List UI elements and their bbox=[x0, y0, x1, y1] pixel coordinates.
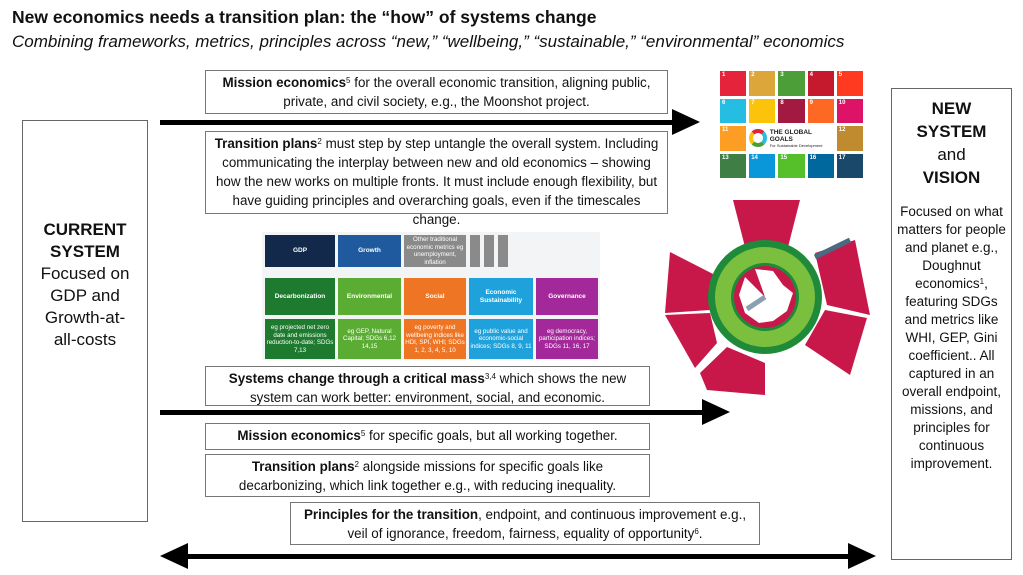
matrix-environmental-desc: eg GEP, Natural Capital; SDGs 6,12 14,15 bbox=[338, 319, 401, 359]
current-system-body: Focused on GDP and Growth-at-all-costs bbox=[40, 264, 130, 349]
mission-economics-specific-box: Mission economics5 for specific goals, b… bbox=[205, 423, 650, 450]
logo-title: THE GLOBAL GOALS bbox=[769, 128, 812, 143]
metrics-matrix: GDP Growth Other traditional economic me… bbox=[262, 232, 600, 360]
goals-wheel-icon bbox=[749, 129, 767, 148]
matrix-social-desc: eg poverty and wellbeing indices like HD… bbox=[404, 319, 466, 359]
body-text: , featuring SDGs and metrics like WHI, G… bbox=[901, 276, 1002, 471]
doughnut-economics-diagram bbox=[665, 200, 870, 395]
mission-economics-overall-box: Mission economics5 for the overall econo… bbox=[205, 70, 668, 114]
box-text: for specific goals, but all working toge… bbox=[365, 428, 618, 443]
new-system-heading: NEW SYSTEM bbox=[916, 99, 987, 141]
sdg-tile: 2 bbox=[749, 71, 776, 96]
and-label: and bbox=[937, 145, 966, 164]
box-text: , endpoint, and continuous improvement e… bbox=[347, 507, 747, 541]
sdg-tile: 7 bbox=[749, 98, 776, 123]
sdg-tile: 4 bbox=[807, 71, 834, 96]
box-text: must step by step untangle the overall s… bbox=[215, 136, 659, 227]
matrix-placeholder bbox=[484, 235, 494, 267]
sdg-tile: 14 bbox=[749, 153, 776, 178]
slide-subtitle: Combining frameworks, metrics, principle… bbox=[12, 32, 845, 51]
matrix-other-metrics: Other traditional economic metrics eg un… bbox=[404, 235, 466, 267]
sdg-tile: 12 bbox=[836, 126, 863, 151]
overshoot-arrow bbox=[813, 237, 852, 260]
matrix-social: Social bbox=[404, 278, 466, 315]
current-system-heading: CURRENT SYSTEM bbox=[43, 220, 127, 261]
footnote-ref: 2 bbox=[354, 460, 359, 469]
body-text: Focused on what matters for people and p… bbox=[897, 204, 1006, 291]
matrix-economic-sustainability-desc: eg public value and economic-social indi… bbox=[469, 319, 533, 359]
new-system-body: Focused on what matters for people and p… bbox=[892, 203, 1011, 473]
sdg-tile: 16 bbox=[807, 153, 834, 178]
sdg-tile: 5 bbox=[836, 71, 863, 96]
footnote-ref: 1 bbox=[979, 277, 985, 286]
box-heading: Systems change through a critical mass bbox=[228, 371, 485, 386]
arrow-middle bbox=[160, 410, 705, 415]
matrix-placeholder bbox=[498, 235, 508, 267]
arrow-bottom-double bbox=[185, 554, 850, 559]
matrix-growth: Growth bbox=[338, 235, 401, 267]
box-heading: Mission economics bbox=[237, 428, 361, 443]
matrix-placeholder bbox=[470, 235, 480, 267]
box-heading: Principles for the transition bbox=[303, 507, 479, 522]
overshoot-wedges bbox=[665, 200, 870, 395]
principles-box: Principles for the transition, endpoint,… bbox=[290, 502, 760, 545]
current-system-box: CURRENT SYSTEM Focused on GDP and Growth… bbox=[22, 120, 148, 522]
matrix-governance: Governance bbox=[536, 278, 598, 315]
sdg-tile: 10 bbox=[836, 98, 863, 123]
arrow-top-head bbox=[672, 109, 700, 135]
footnote-ref: 5 bbox=[346, 76, 351, 85]
arrow-top bbox=[160, 120, 675, 125]
sdg-tile: 1 bbox=[720, 71, 747, 96]
footnote-ref: 3,4 bbox=[484, 372, 496, 381]
vision-heading: VISION bbox=[922, 168, 981, 187]
box-heading: Transition plans bbox=[214, 136, 318, 151]
sdg-tile: 8 bbox=[778, 98, 805, 123]
box-text: . bbox=[698, 526, 703, 541]
new-system-box: NEW SYSTEM and VISION Focused on what ma… bbox=[891, 88, 1012, 560]
footnote-ref: 5 bbox=[360, 429, 366, 438]
sdg-tile: 17 bbox=[836, 153, 863, 178]
critical-mass-box: Systems change through a critical mass3,… bbox=[205, 366, 650, 406]
matrix-decarbonization-desc: eg projected net zero date and emissions… bbox=[265, 319, 335, 359]
sdg-tile: 9 bbox=[807, 98, 834, 123]
footnote-ref: 6 bbox=[694, 527, 699, 536]
sdg-tile: 3 bbox=[778, 71, 805, 96]
box-text: for the overall economic transition, ali… bbox=[283, 75, 651, 109]
logo-subtitle: For Sustainable Development bbox=[769, 142, 823, 148]
slide-title: New economics needs a transition plan: t… bbox=[12, 7, 597, 27]
shortfall-arrow bbox=[745, 294, 767, 312]
shortfall-shape bbox=[739, 269, 793, 323]
arrow-bottom-left-head bbox=[160, 543, 188, 569]
matrix-economic-sustainability: Economic Sustainability bbox=[469, 278, 533, 315]
sdg-tile: 6 bbox=[720, 98, 747, 123]
arrow-bottom-right-head bbox=[848, 543, 876, 569]
footnote-ref: 2 bbox=[317, 137, 322, 146]
sdg-tile: 15 bbox=[778, 153, 805, 178]
matrix-environmental: Environmental bbox=[338, 278, 401, 315]
box-heading: Mission economics bbox=[222, 75, 347, 90]
matrix-decarbonization: Decarbonization bbox=[265, 278, 335, 315]
box-text: alongside missions for specific goals li… bbox=[238, 459, 617, 493]
transition-plans-overall-box: Transition plans2 must step by step unta… bbox=[205, 131, 668, 227]
matrix-governance-desc: eg democracy, participation indices; SDG… bbox=[536, 319, 598, 359]
sdg-tile: 11 bbox=[720, 126, 747, 151]
matrix-gdp: GDP bbox=[265, 235, 335, 267]
box-text: which shows the new system can work bett… bbox=[249, 371, 627, 405]
arrow-middle-head bbox=[702, 399, 730, 425]
sdg-tile: 13 bbox=[720, 153, 747, 178]
box-heading: Transition plans bbox=[251, 459, 355, 474]
transition-plans-specific-box: Transition plans2 alongside missions for… bbox=[205, 454, 650, 497]
